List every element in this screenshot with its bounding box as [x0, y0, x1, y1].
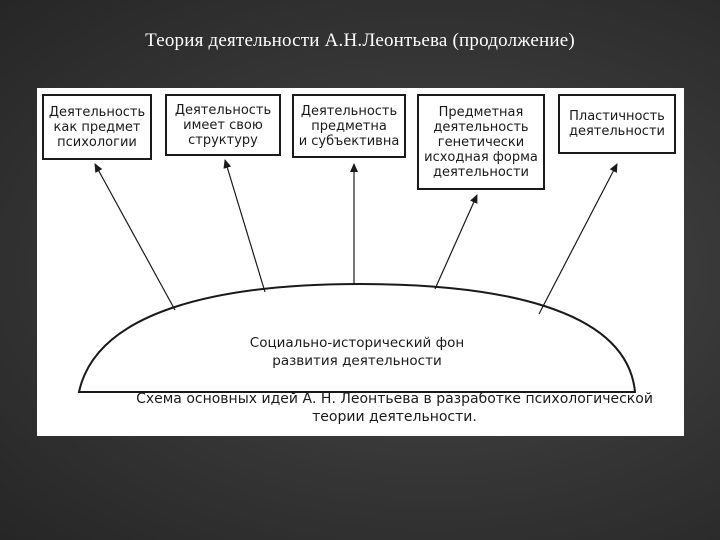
box-activity-plasticity: Пластичность деятельности — [558, 94, 676, 154]
box-activity-genetic: Предметная деятельность генетически исхо… — [417, 94, 545, 190]
arrow-5 — [538, 163, 618, 315]
arrow-2 — [223, 159, 266, 293]
base-label: Социально-исторический фон развития деят… — [249, 335, 465, 369]
diagram-lines — [77, 159, 637, 393]
box-activity-structure: Деятельность имеет свою структуру — [165, 94, 281, 156]
diagram-caption: Схема основных идей А. Н. Леонтьева в ра… — [136, 391, 653, 425]
base-dome — [77, 282, 637, 393]
box-activity-subject: Деятельность как предмет психологии — [42, 94, 152, 160]
diagram-image: Деятельность как предмет психологии Деят… — [37, 88, 684, 436]
slide-title: Теория деятельности А.Н.Леонтьева (продо… — [145, 30, 575, 51]
arrow-4 — [434, 194, 478, 290]
box-activity-objectness: Деятельность предметна и субъективна — [292, 94, 406, 158]
arrow-1 — [94, 163, 176, 311]
